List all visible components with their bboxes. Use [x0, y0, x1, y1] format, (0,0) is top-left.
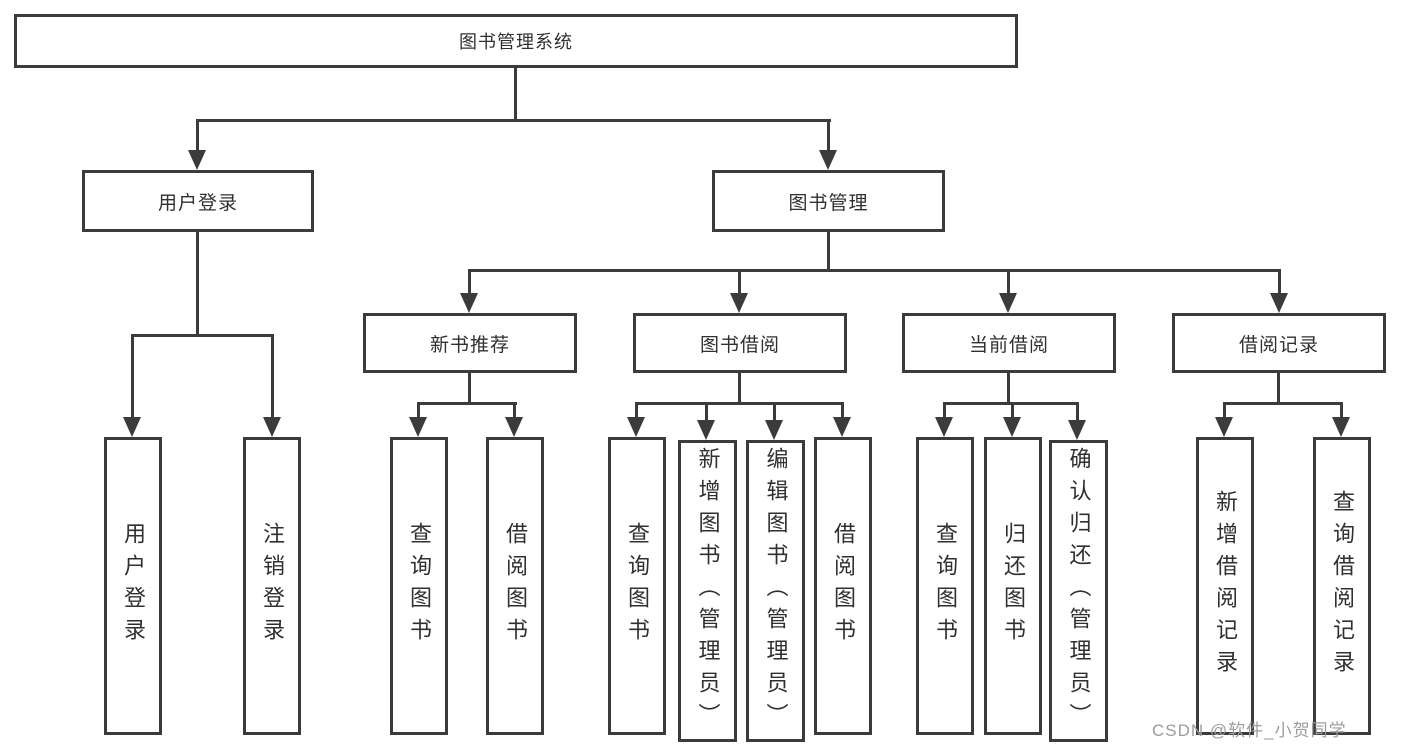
leaf-label: 查询图书 — [625, 522, 650, 650]
leaf-label: 确认归还（管理员） — [1066, 447, 1092, 735]
connector-current-stem — [1007, 373, 1010, 405]
connector-borrowing-stem — [738, 373, 741, 405]
connector-records-stem — [1277, 373, 1280, 405]
connector-leaf-drop — [773, 404, 776, 420]
node-records: 借阅记录 — [1172, 313, 1386, 373]
leaf-label: 新增图书（管理员） — [695, 447, 721, 735]
arrow-down-icon — [409, 417, 427, 437]
connector-leaf-drop — [1011, 404, 1014, 417]
leaf-newbooks-query: 查询图书 — [390, 437, 448, 735]
leaf-label: 查询借阅记录 — [1330, 490, 1355, 682]
connector-leaf-drop — [841, 404, 844, 417]
leaf-borrowing-borrow: 借阅图书 — [814, 437, 872, 735]
connector-leaf-drop — [1340, 404, 1343, 417]
leaf-label: 归还图书 — [1001, 522, 1026, 650]
connector-records-drop — [1278, 271, 1281, 293]
leaf-records-add: 新增借阅记录 — [1196, 437, 1254, 735]
node-book-mgmt: 图书管理 — [712, 170, 945, 232]
leaf-current-return: 归还图书 — [984, 437, 1042, 735]
leaf-label: 编辑图书（管理员） — [763, 447, 789, 735]
connector-current-drop — [1007, 271, 1010, 293]
csdn-watermark: CSDN @软件_小贺同学 — [1152, 721, 1347, 740]
node-records-label: 借阅记录 — [1238, 334, 1319, 356]
connector-leaf-drop — [705, 404, 708, 420]
node-current: 当前借阅 — [902, 313, 1116, 373]
leaf-label: 注销登录 — [260, 522, 285, 650]
node-new-books: 新书推荐 — [363, 313, 577, 373]
leaf-borrowing-add-admin: 新增图书（管理员） — [678, 440, 737, 742]
leaf-label: 查询图书 — [933, 522, 958, 650]
arrow-down-icon — [627, 417, 645, 437]
connector-borrowing-drop — [738, 271, 741, 293]
leaf-label: 借阅图书 — [831, 522, 856, 650]
arrow-down-icon — [1215, 417, 1233, 437]
leaf-logout: 注销登录 — [243, 437, 301, 735]
connector-leaf-drop — [417, 404, 420, 417]
node-root-label: 图书管理系统 — [459, 32, 573, 52]
arrow-down-icon — [999, 293, 1017, 313]
connector-book-stem — [827, 232, 830, 272]
arrow-down-icon — [1270, 293, 1288, 313]
arrow-down-icon — [1332, 417, 1350, 437]
leaf-label: 用户登录 — [121, 522, 146, 650]
leaf-records-query: 查询借阅记录 — [1313, 437, 1371, 735]
leaf-label: 查询图书 — [407, 522, 432, 650]
connector-root-bar — [196, 119, 831, 122]
leaf-label: 借阅图书 — [503, 522, 528, 650]
arrow-down-icon — [765, 420, 783, 440]
connector-newbooks-drop — [468, 271, 471, 293]
connector-book-mgmt-drop — [827, 121, 830, 151]
arrow-down-icon — [935, 417, 953, 437]
node-book-mgmt-label: 图书管理 — [788, 192, 869, 214]
node-user-login: 用户登录 — [82, 170, 314, 232]
connector-records-bar — [1223, 402, 1343, 405]
connector-leaf-drop — [513, 404, 516, 417]
arrow-down-icon — [819, 150, 837, 170]
connector-root-stem — [514, 67, 517, 121]
leaf-borrowing-query: 查询图书 — [608, 437, 666, 735]
node-borrowing: 图书借阅 — [633, 313, 847, 373]
node-new-books-label: 新书推荐 — [429, 334, 510, 356]
leaf-borrowing-edit-admin: 编辑图书（管理员） — [746, 440, 805, 742]
arrow-down-icon — [263, 417, 281, 437]
connector-current-bar — [943, 402, 1079, 405]
node-root: 图书管理系统 — [14, 14, 1018, 68]
connector-user-login-drop — [196, 121, 199, 151]
arrow-down-icon — [833, 417, 851, 437]
connector-borrowing-bar — [635, 402, 844, 405]
connector-book-bar — [468, 269, 1281, 272]
arrow-down-icon — [460, 293, 478, 313]
arrow-down-icon — [188, 150, 206, 170]
leaf-current-confirm-admin: 确认归还（管理员） — [1049, 440, 1108, 742]
node-borrowing-label: 图书借阅 — [699, 334, 780, 356]
connector-user-c2-drop — [271, 336, 274, 417]
arrow-down-icon — [123, 417, 141, 437]
connector-user-c1-drop — [131, 336, 134, 417]
node-user-login-label: 用户登录 — [157, 192, 238, 214]
leaf-user-login: 用户登录 — [104, 437, 162, 735]
connector-newbooks-stem — [468, 373, 471, 405]
connector-leaf-drop — [1223, 404, 1226, 417]
leaf-newbooks-borrow: 借阅图书 — [486, 437, 544, 735]
leaf-current-query: 查询图书 — [916, 437, 974, 735]
connector-newbooks-bar — [417, 402, 517, 405]
connector-leaf-drop — [1076, 404, 1079, 420]
arrow-down-icon — [697, 420, 715, 440]
connector-user-stem — [196, 232, 199, 336]
leaf-label: 新增借阅记录 — [1213, 490, 1238, 682]
arrow-down-icon — [1003, 417, 1021, 437]
connector-leaf-drop — [943, 404, 946, 417]
connector-user-bar — [131, 334, 274, 337]
node-current-label: 当前借阅 — [968, 334, 1049, 356]
arrow-down-icon — [1068, 420, 1086, 440]
arrow-down-icon — [505, 417, 523, 437]
connector-leaf-drop — [635, 404, 638, 417]
arrow-down-icon — [730, 293, 748, 313]
